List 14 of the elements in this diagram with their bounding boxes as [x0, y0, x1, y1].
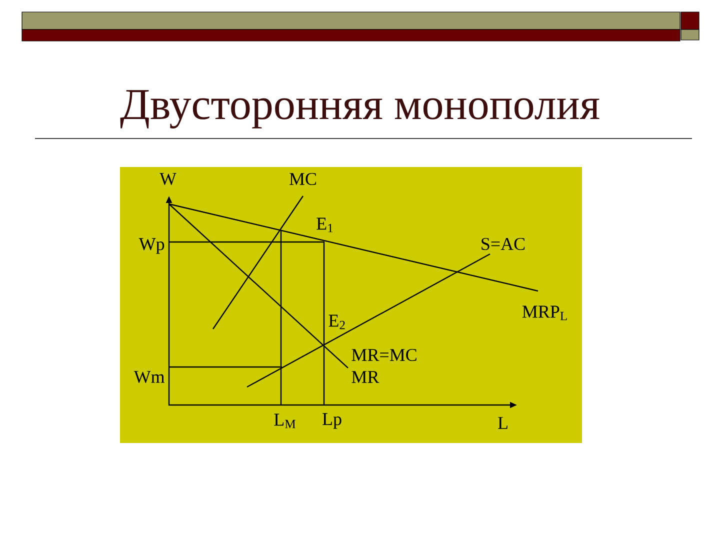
curve-label: S=AC — [479, 236, 527, 252]
axis-label: W — [158, 172, 178, 186]
curve-label: MR — [350, 370, 380, 384]
curve-label: MC — [288, 172, 318, 186]
axis-label: L — [496, 416, 510, 430]
axis-label: Wm — [132, 370, 166, 384]
curve-label: MRP$_{L}$ — [520, 304, 570, 322]
point-label: E$_{1}$ — [315, 216, 335, 234]
point-label: E$_{2}$ — [327, 314, 347, 330]
axis-label: Wp — [138, 237, 166, 255]
axis-label: L$_{M}$ — [272, 412, 298, 430]
curve-label: MR=MC — [350, 348, 418, 362]
title: Двусторонняя монополия — [120, 90, 600, 128]
axis-label: Lp — [321, 412, 343, 430]
